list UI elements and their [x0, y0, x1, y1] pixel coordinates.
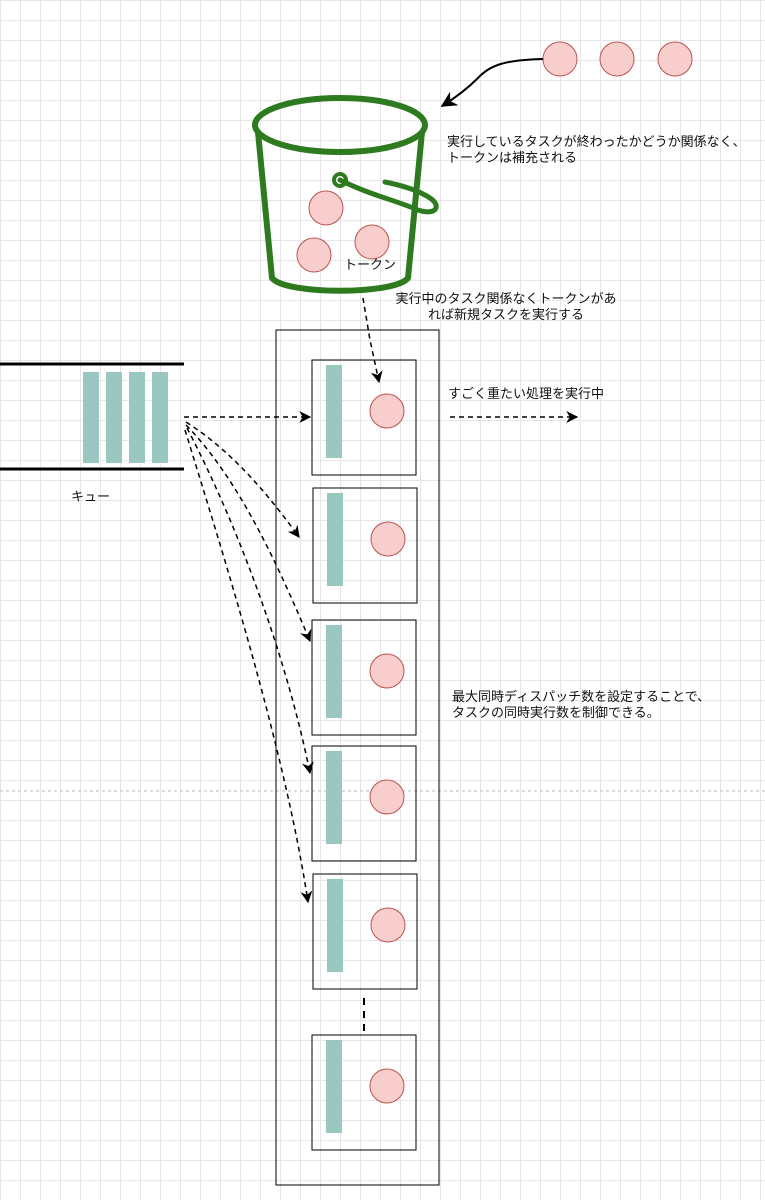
queue-label: キュー: [71, 490, 111, 505]
worker-slots: [311, 359, 418, 1151]
dispatch-arrow: [185, 421, 300, 538]
bucket-token: [354, 224, 390, 260]
bucket: [252, 95, 439, 294]
incoming-token: [542, 41, 578, 77]
queue-item: [152, 372, 168, 463]
bucket-rim: [252, 95, 428, 155]
launch-note-line1: 実行中のタスク関係なくトークンがあ: [395, 292, 617, 307]
dispatch-note-line1: 最大同時ディスパッチ数を設定することで、: [452, 690, 711, 705]
bucket-body: [255, 131, 425, 294]
dispatch-arrow: [184, 429, 313, 904]
bucket-handle-knob: [332, 172, 348, 188]
queue-item: [129, 372, 145, 463]
worker-slot: [312, 873, 418, 990]
launch-note-line2: れば新規タスクを実行する: [427, 308, 584, 323]
queue: [0, 362, 184, 471]
dispatch-note: 最大同時ディスパッチ数を設定することで、 タスクの同時実行数を制御できる。: [452, 690, 710, 722]
worker-container: [275, 329, 440, 1186]
launch-note: 実行中のタスク関係なくトークンがあ れば新規タスクを実行する: [376, 292, 636, 324]
worker-slot: [311, 1034, 417, 1151]
bucket-tokens: [296, 190, 390, 273]
worker-slot: [311, 619, 417, 736]
refill-note-line2: トークンは補充される: [447, 151, 578, 166]
bucket-token: [308, 190, 344, 226]
bucket-label: トークン: [344, 258, 397, 273]
bucket-token: [296, 237, 332, 273]
dispatch-arrow: [185, 424, 312, 643]
dispatch-arrow: [186, 427, 314, 775]
queue-item: [106, 372, 122, 463]
incoming-token: [657, 41, 693, 77]
dispatch-arrows: [184, 411, 314, 904]
worker-slot: [311, 359, 417, 476]
refill-arrow: [440, 58, 544, 107]
worker-slot: [312, 487, 418, 604]
dispatch-note-line2: タスクの同時実行数を制御できる。: [452, 706, 660, 721]
heavy-processing-note: すごく重たい処理を実行中: [448, 387, 605, 402]
bucket-handle: [337, 177, 439, 215]
queue-item: [83, 372, 99, 463]
worker-slot: [311, 745, 417, 862]
refill-note: 実行しているタスクが終わったかどうか関係なく、 トークンは補充される: [447, 135, 746, 167]
incoming-tokens: [542, 41, 693, 77]
incoming-token: [599, 41, 635, 77]
refill-note-line1: 実行しているタスクが終わったかどうか関係なく、: [447, 135, 746, 150]
